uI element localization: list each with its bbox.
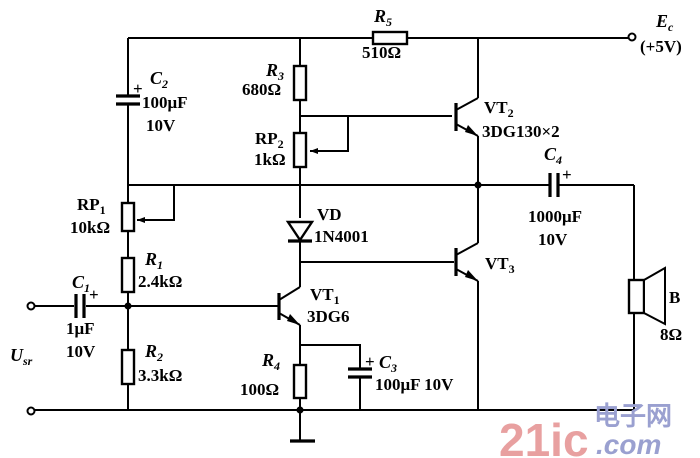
vt2-label: VT2: [484, 98, 514, 120]
junctions: [124, 181, 482, 414]
r5-value: 510Ω: [362, 43, 401, 62]
supply-label: Ec: [655, 11, 674, 34]
r3-label: R3: [265, 60, 284, 83]
vd-label: VD: [317, 205, 342, 224]
c2-label: C2: [150, 68, 168, 91]
input-terminal-bottom[interactable]: [26, 406, 36, 416]
r4-value: 100Ω: [240, 380, 279, 399]
resistor-r4: [292, 363, 308, 400]
supply-voltage: (+5V): [640, 37, 682, 56]
watermark-cn: 电子网: [594, 401, 672, 431]
rp1-value: 10kΩ: [70, 218, 110, 237]
supply-terminal[interactable]: [627, 32, 637, 42]
capacitor-c4: [546, 173, 574, 197]
rp2-value: 1kΩ: [254, 150, 286, 169]
capacitor-c2: [116, 94, 140, 106]
vt3-label: VT3: [485, 254, 515, 276]
c4-value: 1000μF: [528, 207, 582, 226]
wire-c3-top: [300, 344, 361, 368]
potentiometer-rp2: [292, 131, 308, 169]
r5-label: R5: [373, 6, 392, 29]
speaker-label: B: [669, 288, 680, 307]
r4-label: R4: [261, 350, 280, 373]
speaker-icon: [627, 266, 666, 326]
wires: [33, 37, 635, 443]
c1-label: C1: [72, 272, 90, 295]
input-label: Usr: [10, 345, 33, 368]
input-terminal-top[interactable]: [26, 301, 36, 311]
c2-polarity: +: [133, 79, 143, 98]
rp1-label: RP1: [77, 195, 106, 217]
c4-polarity: +: [562, 165, 572, 184]
transistor-vt3: [454, 242, 479, 282]
r1-value: 2.4kΩ: [138, 272, 182, 291]
vd-value: 1N4001: [314, 227, 369, 246]
watermark-21ic: 21ic: [499, 414, 589, 458]
c1-voltage: 10V: [66, 342, 96, 361]
c3-label: C3: [379, 352, 397, 375]
watermark-com: .com: [596, 429, 661, 458]
r1-label: R1: [144, 249, 163, 272]
vt1-label: VT1: [310, 285, 340, 307]
r2-label: R2: [144, 341, 163, 364]
rp2-label: RP2: [255, 129, 284, 151]
c1-value: 1μF: [66, 319, 95, 338]
wire-rp2-wiper: [300, 115, 349, 152]
r3-value: 680Ω: [242, 80, 281, 99]
transistor-vt1: [277, 286, 301, 326]
c4-voltage: 10V: [538, 230, 568, 249]
wire-rp1-wiper: [137, 185, 175, 221]
diode-vd: [285, 220, 315, 243]
junction-output: [474, 181, 482, 189]
capacitor-c3: [348, 367, 372, 379]
resistor-r5: [371, 30, 409, 46]
junction-bias: [124, 302, 132, 310]
c2-value: 100μF: [142, 93, 188, 112]
rp1-wiper-arrow: [137, 217, 145, 223]
resistor-r2: [120, 348, 136, 386]
potentiometer-rp1: [120, 201, 136, 233]
resistor-r3: [292, 64, 308, 102]
rp2-wiper-arrow: [310, 148, 318, 154]
c3-value: 100μF 10V: [375, 375, 454, 394]
c4-label: C4: [544, 144, 562, 167]
junction-ground: [296, 406, 304, 414]
capacitor-c1: [74, 294, 86, 318]
c2-voltage: 10V: [146, 116, 176, 135]
r2-value: 3.3kΩ: [138, 366, 182, 385]
vt1-value: 3DG6: [307, 307, 350, 326]
speaker-value: 8Ω: [660, 325, 682, 344]
transistor-vt2: [454, 97, 479, 140]
watermark: 21ic 电子网 .com: [499, 401, 672, 458]
vt2-value: 3DG130×2: [482, 122, 560, 141]
resistor-r1: [120, 256, 136, 294]
c1-polarity: +: [89, 285, 99, 304]
c3-polarity: +: [365, 352, 375, 371]
